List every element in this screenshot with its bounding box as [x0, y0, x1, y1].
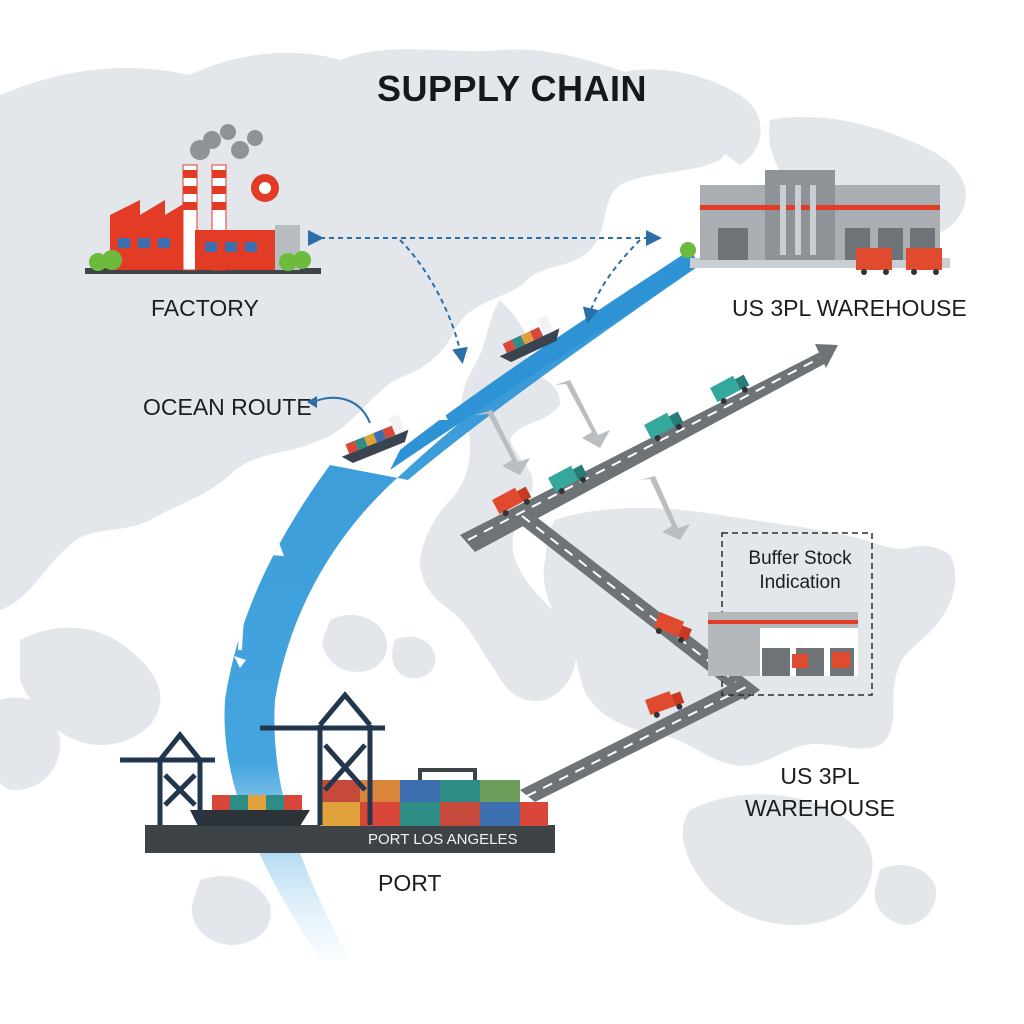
warehouse-bottom-line2: WAREHOUSE [745, 795, 895, 821]
smoke-icon [190, 124, 263, 160]
buffer-stock-line2: Indication [759, 572, 841, 593]
truck-icon [710, 374, 750, 405]
warehouse-icon [680, 170, 950, 275]
ocean-route-label: OCEAN ROUTE [143, 394, 312, 420]
truck-icon [644, 411, 684, 442]
truck-icon [645, 691, 685, 718]
factory-icon [85, 164, 321, 274]
truck-icon [654, 612, 692, 643]
truck-icon [492, 486, 532, 517]
port-sign-label: PORT LOS ANGELES [368, 831, 518, 848]
buffer-stock-label: Buffer Stock Indication [736, 547, 864, 595]
tree-icon [89, 250, 311, 271]
crane-icon [120, 730, 215, 825]
container-stack-icon [320, 780, 548, 826]
warehouse-bottom-line1: US 3PL [780, 763, 860, 789]
buffer-stock-box [708, 532, 873, 696]
buffer-stock-line1: Buffer Stock [748, 548, 852, 569]
warehouse-bottom-label: US 3PL WAREHOUSE [730, 760, 910, 824]
ocean-route-band [224, 250, 700, 960]
dashed-arrows [308, 230, 662, 364]
warehouse-top-label: US 3PL WAREHOUSE [732, 295, 967, 321]
ocean-route-pointer-icon [307, 396, 371, 424]
gray-double-arrows [475, 380, 690, 540]
factory-label: FACTORY [151, 295, 259, 321]
port-area [120, 691, 555, 853]
diagram-title: SUPPLY CHAIN [376, 68, 648, 109]
truck-icon [548, 464, 588, 495]
roads [460, 344, 838, 802]
crane-icon [260, 691, 385, 825]
port-label: PORT [378, 870, 442, 896]
container-ship-icon [499, 314, 560, 362]
container-ship-icon [341, 414, 409, 463]
